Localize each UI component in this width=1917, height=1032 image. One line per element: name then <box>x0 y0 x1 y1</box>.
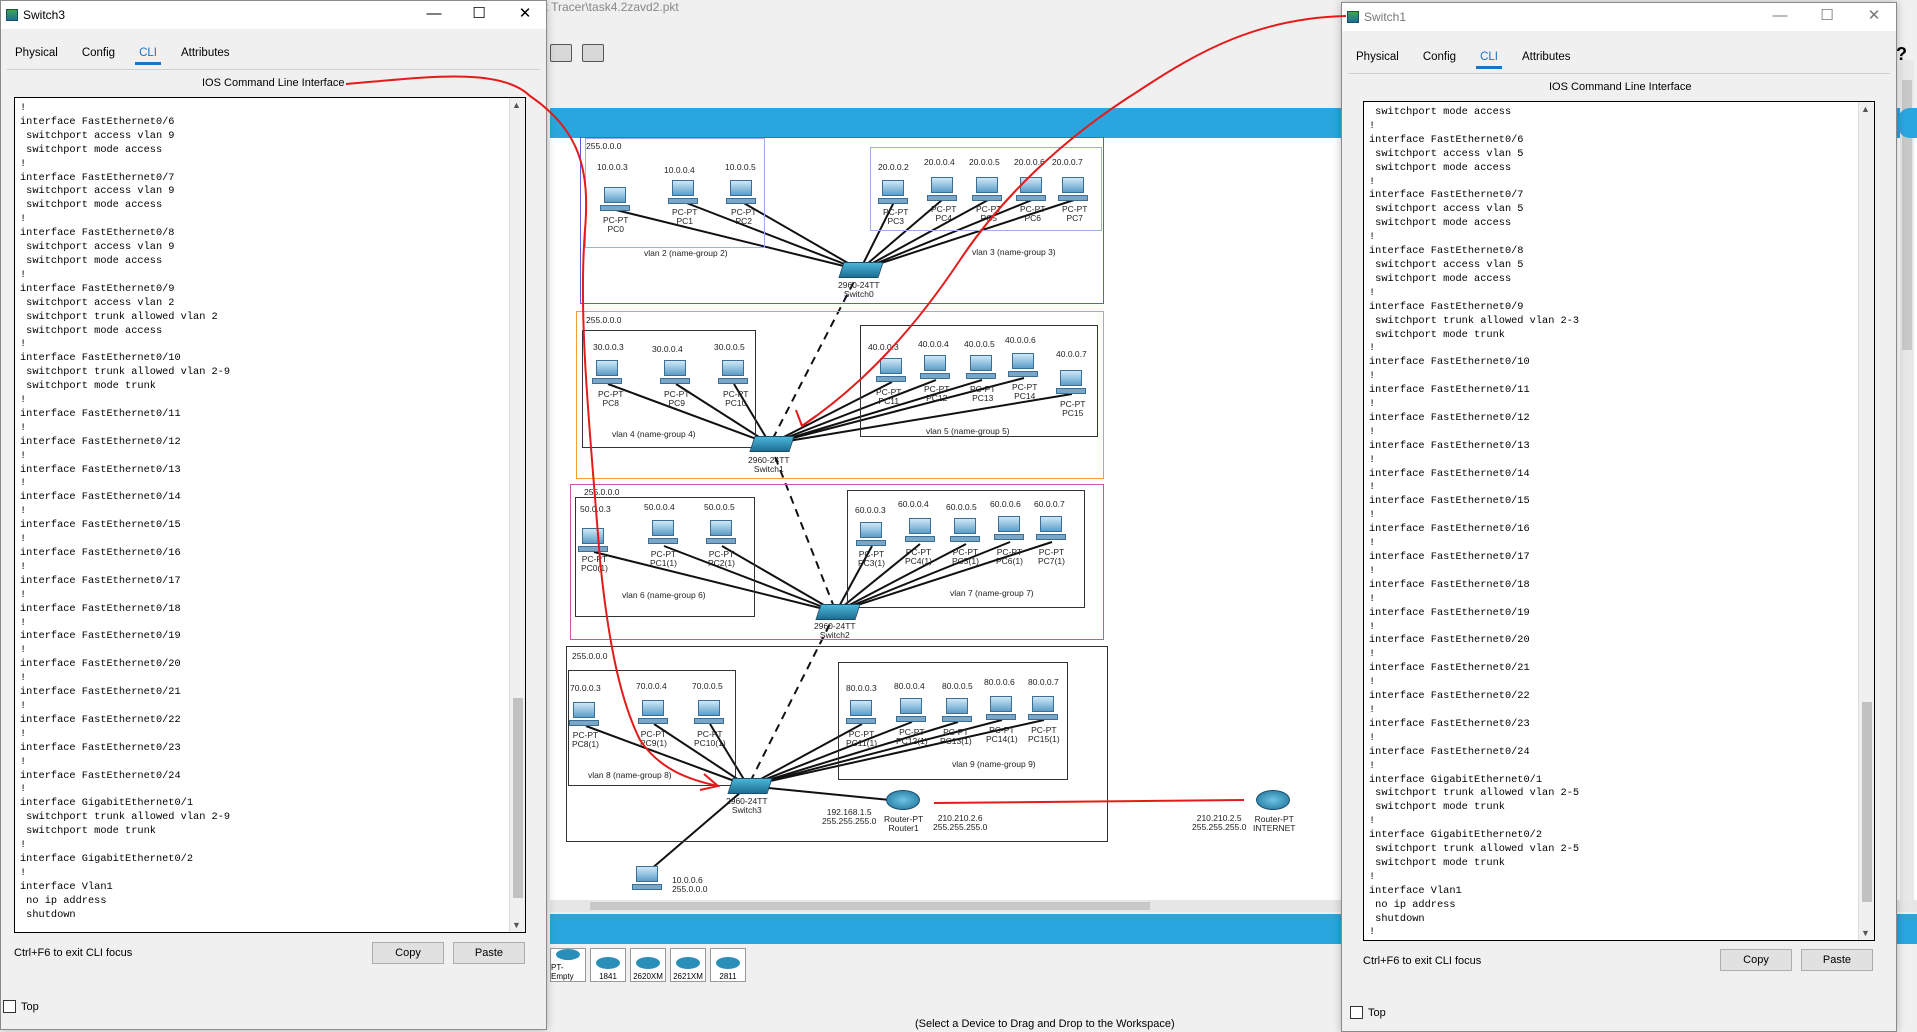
hscroll-thumb[interactable] <box>590 902 1150 910</box>
tab-divider <box>1348 73 1890 74</box>
cli-heading: IOS Command Line Interface <box>202 77 345 89</box>
tab-bar: Physical Config CLI Attributes <box>1344 49 1583 69</box>
checkbox-icon[interactable] <box>1350 1006 1363 1019</box>
switch1-titlebar[interactable]: Switch1 ― ☐ ✕ <box>1342 3 1896 31</box>
window-title: Switch1 <box>1364 10 1407 24</box>
right-bluebar-top <box>1898 108 1917 138</box>
checkbox-icon[interactable] <box>3 1000 16 1013</box>
switch1-window: Switch1 ― ☐ ✕ Physical Config CLI Attrib… <box>1341 2 1897 1032</box>
pt-file-title: et Tracer\task4.2zavd2.pkt <box>538 0 679 14</box>
status-text: (Select a Device to Drag and Drop to the… <box>915 1018 1175 1030</box>
cli-scroll-thumb[interactable] <box>1862 702 1872 902</box>
vscroll-thumb[interactable] <box>1902 80 1912 350</box>
scroll-up-icon[interactable]: ▲ <box>512 100 521 110</box>
cli-focus-hint: Ctrl+F6 to exit CLI focus <box>1363 955 1482 967</box>
switch-icon <box>6 9 18 21</box>
device-2811[interactable]: 2811 <box>710 948 746 982</box>
cli-scrollbar[interactable]: ▲ ▼ <box>509 98 525 932</box>
tab-physical[interactable]: Physical <box>15 47 58 59</box>
pt-toolbar <box>550 44 604 62</box>
device-icon[interactable] <box>582 44 604 62</box>
switch-icon <box>1347 11 1359 23</box>
cli-focus-hint: Ctrl+F6 to exit CLI focus <box>14 947 133 959</box>
help-icon[interactable]: ? <box>1896 44 1907 64</box>
device-2621xm[interactable]: 2621XM <box>670 948 706 982</box>
cli-output[interactable]: ! interface FastEthernet0/6 switchport a… <box>20 102 231 921</box>
cli-scroll-thumb[interactable] <box>513 698 523 898</box>
tab-physical[interactable]: Physical <box>1356 51 1399 63</box>
close-icon[interactable]: ✕ <box>518 5 532 22</box>
tab-attributes[interactable]: Attributes <box>1521 51 1571 63</box>
device-ptempty[interactable]: PT-Empty <box>550 948 586 982</box>
right-bluebar-bottom <box>1898 914 1917 944</box>
cli-heading: IOS Command Line Interface <box>1549 81 1692 93</box>
close-icon[interactable]: ✕ <box>1867 7 1881 24</box>
top-checkbox[interactable]: Top <box>1350 1006 1386 1019</box>
minimize-icon[interactable]: ― <box>1772 7 1788 24</box>
top-label: Top <box>1368 1006 1386 1019</box>
tab-config[interactable]: Config <box>81 47 116 59</box>
top-checkbox[interactable]: Top <box>3 1000 39 1013</box>
cli-scrollbar[interactable]: ▲ ▼ <box>1858 102 1874 940</box>
cli-console[interactable]: ! interface FastEthernet0/6 switchport a… <box>14 97 526 933</box>
paste-button[interactable]: Paste <box>1801 949 1873 971</box>
palette-icon[interactable] <box>550 44 572 62</box>
tab-config[interactable]: Config <box>1422 51 1457 63</box>
tab-cli[interactable]: CLI <box>1468 49 1510 69</box>
device-1841[interactable]: 1841 <box>590 948 626 982</box>
window-title: Switch3 <box>23 8 66 22</box>
tab-divider <box>7 69 540 70</box>
top-label: Top <box>21 1000 39 1013</box>
cli-output[interactable]: switchport mode access ! interface FastE… <box>1369 106 1580 939</box>
copy-button[interactable]: Copy <box>372 942 444 964</box>
workspace-vscroll[interactable] <box>1900 60 1914 900</box>
switch3-window: Switch3 ― ☐ ✕ Physical Config CLI Attrib… <box>0 0 547 1030</box>
maximize-icon[interactable]: ☐ <box>1820 7 1834 24</box>
scroll-down-icon[interactable]: ▼ <box>1861 928 1870 938</box>
tab-bar: Physical Config CLI Attributes <box>3 45 242 65</box>
device-palette: PT-Empty 1841 2620XM 2621XM 2811 <box>550 948 746 982</box>
minimize-icon[interactable]: ― <box>426 5 442 22</box>
copy-button[interactable]: Copy <box>1720 949 1792 971</box>
tab-attributes[interactable]: Attributes <box>180 47 230 59</box>
scroll-up-icon[interactable]: ▲ <box>1861 104 1870 114</box>
cli-console[interactable]: switchport mode access ! interface FastE… <box>1363 101 1875 941</box>
switch3-titlebar[interactable]: Switch3 ― ☐ ✕ <box>1 1 546 29</box>
device-2620xm[interactable]: 2620XM <box>630 948 666 982</box>
paste-button[interactable]: Paste <box>453 942 525 964</box>
maximize-icon[interactable]: ☐ <box>472 5 486 22</box>
tab-cli[interactable]: CLI <box>127 45 169 65</box>
scroll-down-icon[interactable]: ▼ <box>512 920 521 930</box>
